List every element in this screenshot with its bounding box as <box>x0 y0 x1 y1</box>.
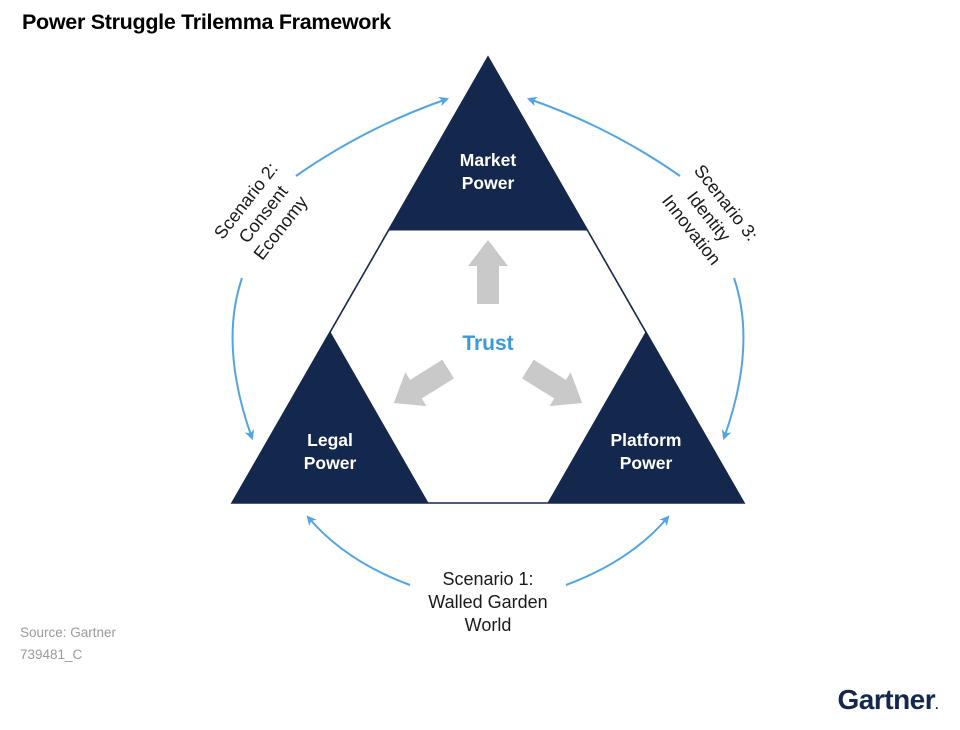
legal-power-label-line2: Power <box>304 453 357 473</box>
trust-arrow-up-icon <box>468 240 508 304</box>
scenario1-arc-left <box>306 515 411 586</box>
scenario-1-line3: World <box>465 615 512 635</box>
scenario2-arc-lower <box>231 277 255 441</box>
scenario3-arc-upper <box>526 96 681 177</box>
scenario-1-label: Scenario 1: Walled Garden World <box>428 569 547 635</box>
trust-label: Trust <box>462 332 513 355</box>
source-label: Source: Gartner <box>20 625 117 640</box>
market-power-label-line2: Power <box>462 173 515 193</box>
gartner-logo-text: Gartner <box>837 684 936 715</box>
trust-arrow-down-right-icon <box>522 359 583 407</box>
scenario-3-label: Scenario 3: Identity Innovation <box>658 161 762 269</box>
legal-power-corner <box>231 330 429 504</box>
market-power-corner <box>388 55 588 231</box>
trust-arrow-down-left-icon <box>393 359 454 407</box>
scenario-1-line1: Scenario 1: <box>442 569 533 589</box>
source-block: Source: Gartner 739481_C <box>20 622 116 666</box>
scenario1-arc-right <box>565 515 670 586</box>
registered-mark: . <box>935 698 938 712</box>
gartner-logo: Gartner. <box>838 684 939 716</box>
scenario-2-label: Scenario 2: Consent Economy <box>210 159 312 264</box>
page-title: Power Struggle Trilemma Framework <box>22 10 391 34</box>
scenario-1-line2: Walled Garden <box>428 592 547 612</box>
scenario3-arc-lower <box>721 277 745 441</box>
platform-power-corner <box>547 330 745 504</box>
platform-power-label-line1: Platform <box>611 430 682 450</box>
scenario2-arc-upper <box>295 96 450 177</box>
legal-power-label-line1: Legal <box>307 430 353 450</box>
document-id: 739481_C <box>20 647 83 662</box>
platform-power-label-line2: Power <box>620 453 673 473</box>
market-power-label-line1: Market <box>460 150 517 170</box>
